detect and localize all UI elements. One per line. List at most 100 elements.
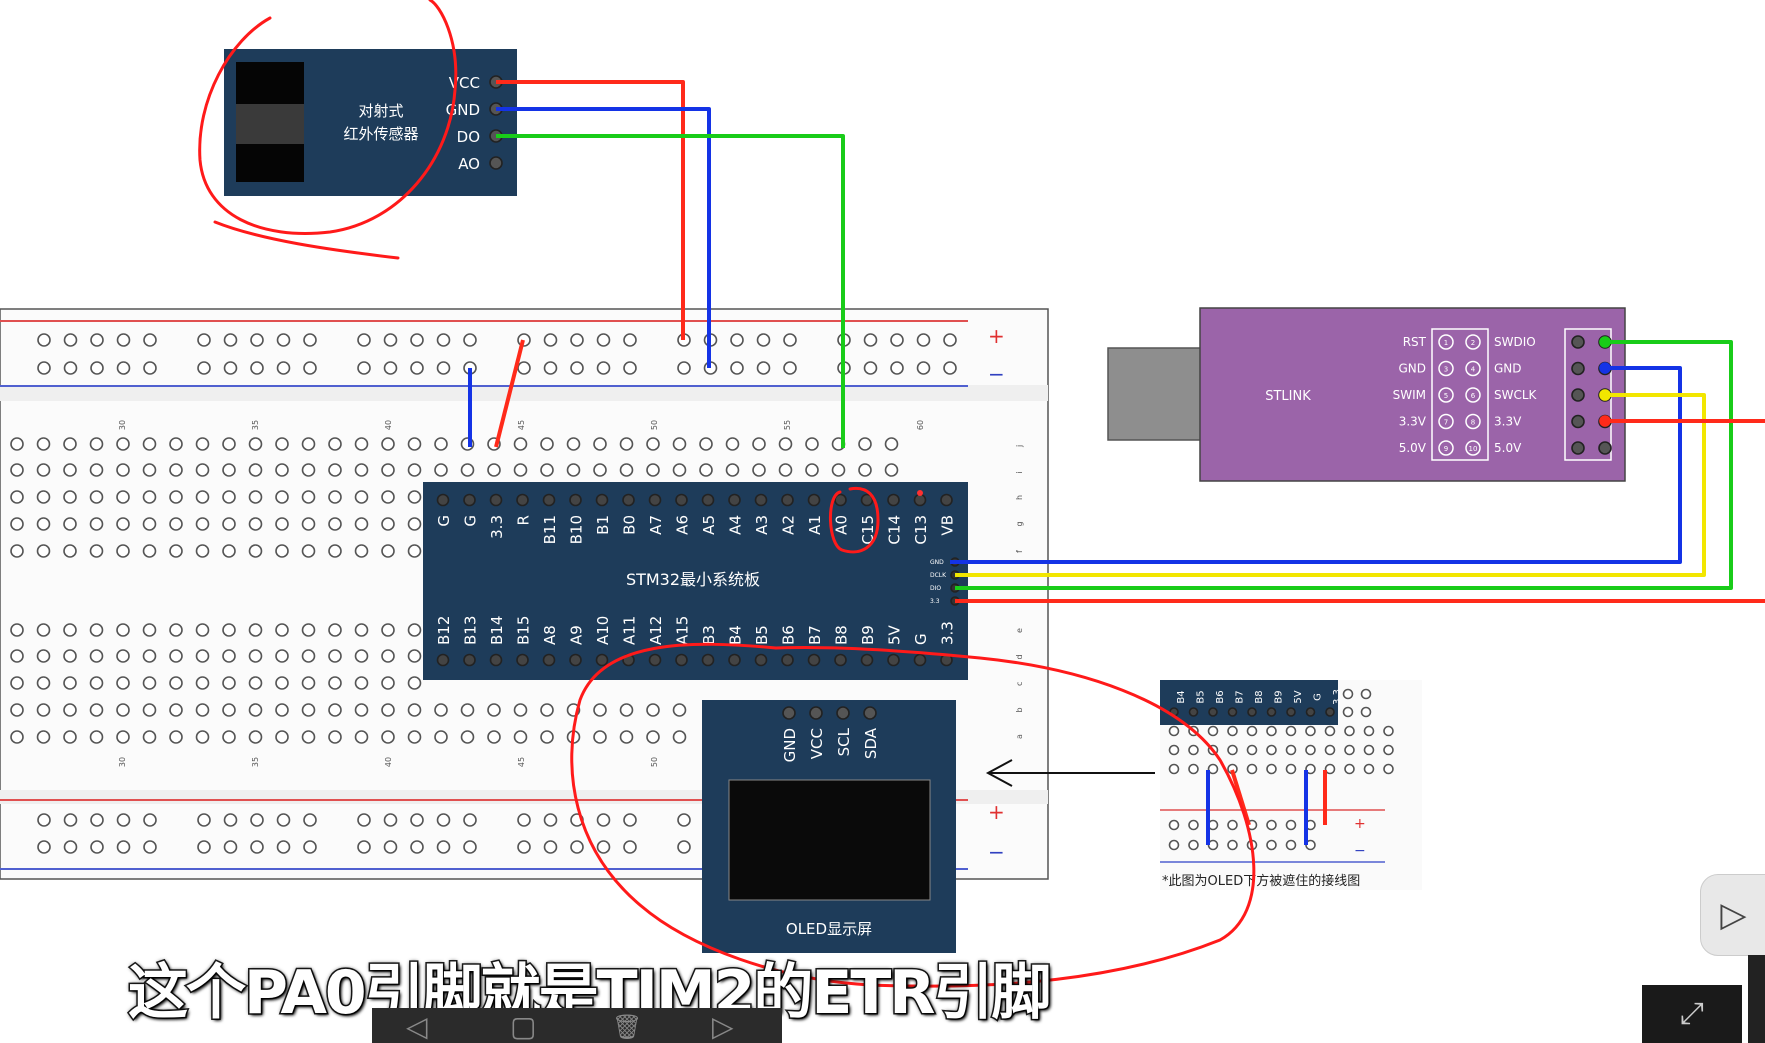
inset-pin-label: 3.3 (1332, 689, 1343, 705)
stlink-connector-pin (1571, 388, 1585, 402)
stm32-pin-hole (754, 653, 768, 667)
rail-hole (37, 361, 51, 375)
breadboard-hole (646, 463, 660, 477)
breadboard-hole (116, 730, 130, 744)
breadboard-hole (195, 437, 210, 451)
breadboard-hole (63, 623, 77, 637)
oled-pin-hole (836, 706, 850, 720)
inset-rail-hole (1168, 839, 1180, 851)
stlink-right-label: 5.0V (1494, 441, 1522, 455)
rail-hole (756, 361, 771, 375)
stm32-pin-label: B12 (435, 616, 453, 645)
breadboard-hole (407, 730, 422, 744)
rail-hole (143, 840, 157, 854)
stm32-pin-label: G (462, 515, 480, 527)
rail-hole (357, 333, 371, 347)
breadboard-hole (169, 730, 183, 744)
rail-hole (543, 813, 558, 827)
rail-hole (783, 333, 797, 347)
rail-minus-top: − (988, 362, 1005, 386)
breadboard-hole (275, 623, 289, 637)
inset-hole (1324, 763, 1336, 775)
breadboard-hole (619, 463, 634, 477)
breadboard-hole (540, 703, 554, 717)
breadboard-hole (407, 649, 422, 663)
rail-hole (596, 361, 611, 375)
rail-hole (677, 361, 691, 375)
breadboard-hole (354, 437, 369, 451)
home-icon[interactable]: ▢ (510, 1010, 537, 1043)
breadboard-hole (301, 730, 316, 744)
breadboard-hole (460, 703, 475, 717)
oled-pin-label: VCC (808, 728, 826, 759)
side-play-icon[interactable]: ▷ (1700, 874, 1765, 956)
rail-hole (303, 840, 317, 854)
inset-hole (1285, 744, 1297, 756)
breadboard-hole (222, 649, 236, 663)
stlink-pin-number: 7 (1444, 419, 1448, 427)
breadboard-hole (10, 463, 24, 477)
breadboard-hole (593, 463, 607, 477)
rail-hole (116, 813, 131, 827)
expand-icon[interactable]: ⤢ (1642, 985, 1742, 1043)
breadboard-hole (328, 517, 342, 531)
stm32-pin-hole (569, 493, 582, 507)
inset-hole (1360, 706, 1372, 718)
prev-icon[interactable]: ◁ (406, 1010, 428, 1043)
oled-pin-hole (809, 706, 823, 720)
inset-pin-hole (1325, 707, 1335, 717)
inset-hole (1168, 763, 1180, 775)
inset-pin-label: B4 (1176, 690, 1187, 703)
inset-hole (1324, 744, 1336, 756)
oled-pin-hole (782, 706, 796, 720)
wire-sensor-vcc (496, 80, 685, 340)
stm32-pin-label: G (912, 633, 930, 645)
column-number: 60 (916, 420, 925, 430)
breadboard-hole (89, 703, 104, 717)
row-letter: d (1015, 654, 1024, 659)
trash-icon[interactable]: 🗑 (612, 1013, 643, 1041)
stm32-pin-hole (675, 493, 688, 507)
rail-hole (517, 813, 531, 827)
row-letter: j (1015, 445, 1024, 448)
breadboard-hole (10, 490, 24, 504)
inset-pin-label: B8 (1254, 690, 1265, 703)
rail-hole (623, 840, 637, 854)
rail-hole (623, 333, 637, 347)
breadboard-hole (169, 490, 183, 504)
inset-hole (1227, 725, 1238, 737)
stlink-pin-number: 3 (1444, 366, 1448, 374)
annotation-loop-oled (570, 642, 1256, 988)
breadboard-hole (672, 730, 687, 744)
rail-hole (250, 333, 264, 347)
breadboard-hole (36, 490, 51, 504)
stm32-pin-hole (913, 653, 927, 667)
breadboard-hole (248, 544, 263, 558)
inset-hole (1305, 763, 1316, 775)
stm32-pin-label: A5 (700, 515, 718, 535)
breadboard-hole (169, 676, 183, 690)
rail-hole (916, 361, 931, 375)
sensor-pin-label: VCC (449, 74, 480, 92)
breadboard-hole (36, 544, 51, 558)
breadboard-hole (725, 437, 740, 451)
column-number: 50 (650, 420, 659, 430)
breadboard-hole (275, 676, 289, 690)
breadboard-hole (354, 730, 369, 744)
stlink-right-label: SWDIO (1494, 335, 1536, 349)
breadboard-hole (63, 730, 77, 744)
rail-hole (783, 361, 797, 375)
rail-hole (276, 813, 291, 827)
breadboard-hole (513, 703, 528, 717)
breadboard-holes (10, 333, 957, 854)
breadboard-hole (275, 463, 289, 477)
next-icon[interactable]: ▷ (712, 1010, 734, 1043)
stm32-pin-label: 5V (886, 624, 904, 645)
wire-swd-dio (955, 340, 1733, 590)
breadboard-hole (116, 544, 130, 558)
breadboard-hole (248, 463, 263, 477)
stm32-pin-hole (701, 653, 715, 667)
breadboard-hole (328, 437, 342, 451)
